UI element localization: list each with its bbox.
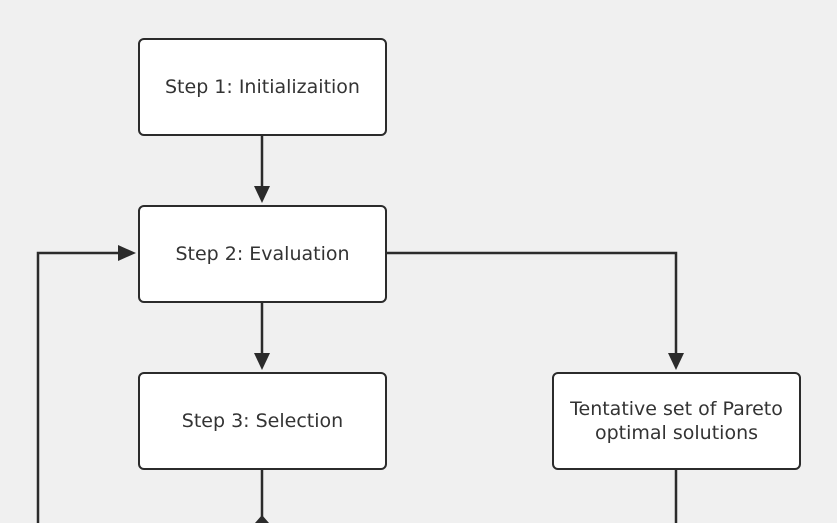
step2-evaluation-box: Step 2: Evaluation <box>138 205 387 303</box>
arrowhead-step2-to-step3 <box>254 353 270 370</box>
arrow-step2-to-pareto <box>387 251 678 353</box>
pareto-set-box: Tentative set of Pareto optimal solution… <box>552 372 801 470</box>
arrowhead-step2-to-pareto <box>668 353 684 370</box>
arrowhead-step1-to-step2 <box>254 186 270 203</box>
step3-selection-box: Step 3: Selection <box>138 372 387 470</box>
arrow-loop-to-step2 <box>36 251 118 523</box>
arrowhead-step3-down <box>255 515 269 523</box>
step1-initialization-box: Step 1: Initializaition <box>138 38 387 136</box>
arrowhead-loop-to-step2 <box>118 245 136 261</box>
